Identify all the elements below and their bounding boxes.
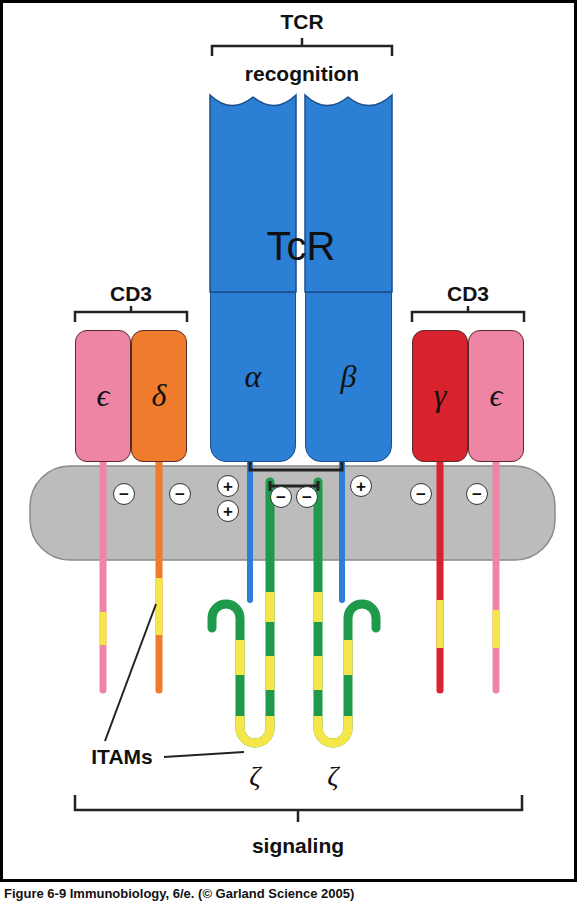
positive-charge: + <box>217 500 239 522</box>
node-text: α <box>245 359 262 394</box>
cd3-stalk <box>437 460 444 690</box>
cd3-bracket <box>412 306 524 322</box>
heading-label: TCR <box>280 10 323 33</box>
itam-segment <box>437 600 444 648</box>
disulfide-bond <box>250 462 342 470</box>
cd3-epsilon-chain: ϵ <box>75 330 131 462</box>
negative-charge: − <box>270 486 292 508</box>
cd3-bracket <box>75 306 187 322</box>
tcr-stalk <box>247 460 253 600</box>
itam-segment <box>266 656 275 690</box>
node-text: − <box>276 489 286 506</box>
node-text: + <box>356 478 366 495</box>
node-text: β <box>341 359 357 394</box>
node-text: ϵ <box>490 378 503 413</box>
cd3-epsilon-chain: ϵ <box>468 330 524 462</box>
cell-membrane <box>30 466 555 560</box>
tcr-stalk <box>339 460 345 600</box>
itam-segment <box>493 610 500 648</box>
node-text: γ <box>434 378 447 413</box>
cd3-stalk <box>493 460 500 690</box>
node-text: − <box>119 486 129 503</box>
receptor-label: TcR <box>267 224 336 268</box>
node-text: − <box>175 486 185 503</box>
itam-segment <box>100 612 107 645</box>
zeta-chain <box>212 482 270 743</box>
cd3-gamma-chain: γ <box>412 330 468 462</box>
node-text: − <box>302 489 312 506</box>
zeta-chain <box>318 482 376 743</box>
leader-line <box>105 604 156 741</box>
chain-label: ζ <box>327 761 338 792</box>
cd3-stalk <box>100 460 107 690</box>
itam-segment <box>314 592 323 622</box>
chain-label: ζ <box>249 761 260 792</box>
tcr-beta-chain: β <box>305 292 392 462</box>
itam-segment <box>314 656 323 690</box>
function-label: signaling <box>252 834 344 857</box>
negative-charge: − <box>169 483 191 505</box>
node-text: + <box>223 478 233 495</box>
itam-segment <box>344 640 353 675</box>
itam-segment <box>266 592 275 622</box>
node-text: − <box>472 486 482 503</box>
function-label: recognition <box>245 62 359 85</box>
tcr-bracket <box>212 38 392 56</box>
node-text: − <box>416 486 426 503</box>
itam-segment <box>318 716 348 743</box>
node-text: + <box>223 503 233 520</box>
figure-frame <box>2 2 576 881</box>
positive-charge: + <box>217 475 239 497</box>
cd3-stalk <box>156 460 163 690</box>
figure-caption: Figure 6-9 Immunobiology, 6/e. (© Garlan… <box>4 886 354 902</box>
tcr-alpha-chain: α <box>210 292 296 462</box>
signaling-bracket <box>75 795 522 822</box>
negative-charge: − <box>410 483 432 505</box>
node-text: δ <box>152 378 167 413</box>
negative-charge: − <box>466 483 488 505</box>
complex-label: CD3 <box>447 282 489 305</box>
itam-segment <box>240 716 270 743</box>
itam-segment <box>236 640 245 675</box>
node-text: ϵ <box>97 378 110 413</box>
negative-charge: − <box>296 486 318 508</box>
leader-line <box>164 752 244 757</box>
positive-charge: + <box>350 475 372 497</box>
cd3-delta-chain: δ <box>131 330 187 462</box>
itam-segment <box>156 578 163 635</box>
complex-label: CD3 <box>110 282 152 305</box>
motif-label: ITAMs <box>91 745 152 768</box>
negative-charge: − <box>113 483 135 505</box>
